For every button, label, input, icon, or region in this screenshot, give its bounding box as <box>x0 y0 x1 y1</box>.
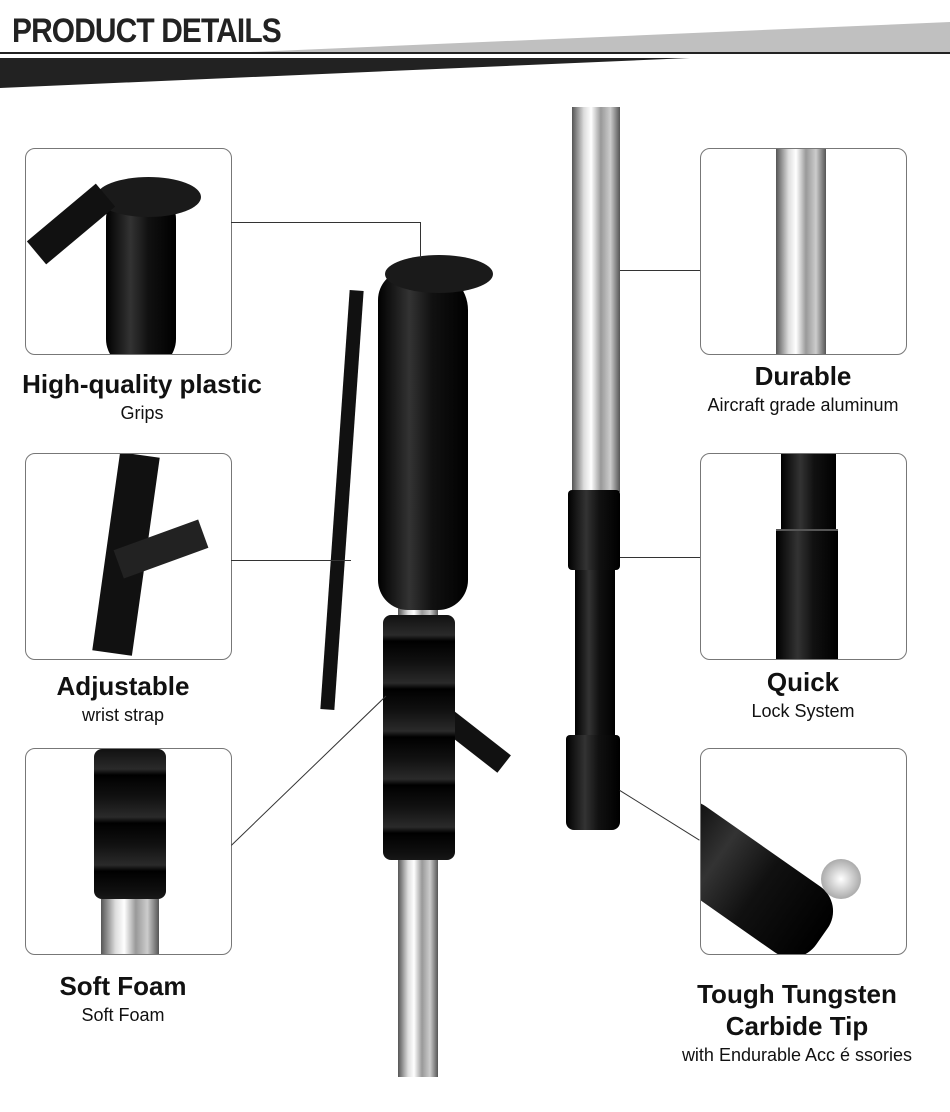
grip-cap <box>385 255 493 293</box>
feature-subtitle: wrist strap <box>81 705 164 725</box>
foam-detail-image <box>25 748 232 955</box>
feature-title: High-quality plastic <box>22 369 262 399</box>
feature-subtitle: Soft Foam <box>81 1005 165 1025</box>
feature-title: Durable <box>754 361 852 391</box>
connector-line <box>619 790 700 841</box>
connector-line <box>231 560 351 561</box>
lower-section <box>575 570 615 735</box>
feature-title: Quick <box>766 667 840 697</box>
lock-collar <box>568 490 620 570</box>
feature-subtitle: Lock System <box>751 701 855 721</box>
grip-cap-closeup <box>96 177 201 217</box>
rubber-tip <box>566 735 620 830</box>
shaft-closeup <box>101 899 159 954</box>
grip-detail-image <box>25 148 232 355</box>
connector-line <box>420 222 421 258</box>
connector-line <box>231 222 420 223</box>
page-title: PRODUCT DETAILS <box>12 12 282 50</box>
feature-subtitle: Aircraft grade aluminum <box>707 395 899 415</box>
feature-subtitle: Grips <box>120 403 164 423</box>
connector-line <box>620 270 700 271</box>
aluminum-closeup <box>776 149 826 354</box>
feature-strap: Adjustable wrist strap <box>0 670 273 728</box>
aluminum-detail-image <box>700 148 907 355</box>
upper-shaft <box>572 107 620 492</box>
strap-closeup <box>26 183 116 265</box>
foam-grip <box>383 615 455 860</box>
lock-detail-image <box>700 453 907 660</box>
feature-lock: Quick Lock System <box>653 666 950 724</box>
wrist-strap <box>320 290 364 710</box>
feature-title: Adjustable <box>56 671 190 701</box>
feature-title: Carbide Tip <box>725 1011 869 1041</box>
feature-foam: Soft Foam Soft Foam <box>0 970 273 1028</box>
lock-lower <box>776 529 838 659</box>
feature-title: Tough Tungsten <box>697 979 897 1009</box>
feature-grips: High-quality plastic Grips <box>0 368 292 426</box>
header-decoration <box>0 22 950 88</box>
tip-detail-image <box>700 748 907 955</box>
carbide-tip <box>821 859 861 899</box>
lock-upper <box>781 454 836 529</box>
connector-line <box>620 557 700 558</box>
feature-title: Soft Foam <box>59 971 187 1001</box>
feature-tip: Tough Tungsten Carbide Tip with Endurabl… <box>647 978 947 1068</box>
grip <box>378 270 468 610</box>
strap-detail-image <box>25 453 232 660</box>
feature-subtitle: with Endurable Acc é ssories <box>681 1045 913 1065</box>
foam-closeup <box>94 749 166 899</box>
feature-aluminum: Durable Aircraft grade aluminum <box>653 360 950 418</box>
